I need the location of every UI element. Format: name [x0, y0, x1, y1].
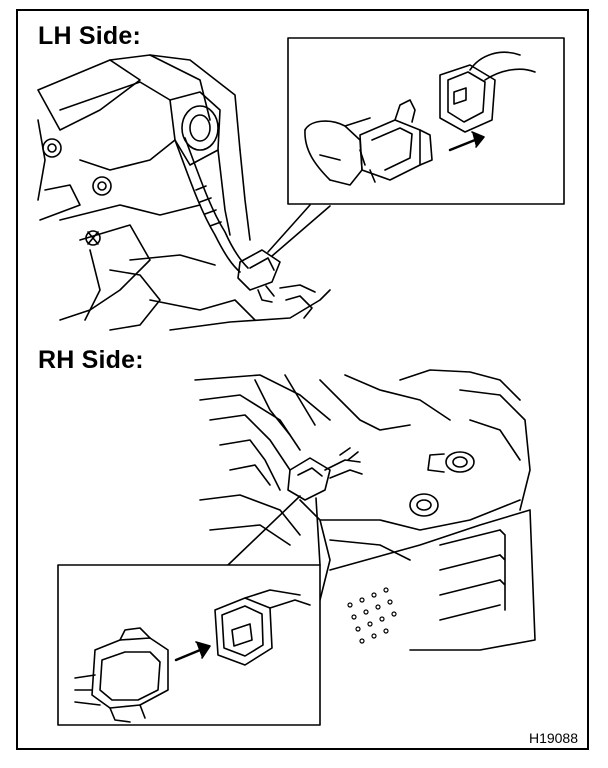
lh-side-label: LH Side: — [38, 22, 141, 50]
figure-id: H19088 — [528, 730, 578, 746]
rh-connector-callout — [58, 565, 320, 725]
lh-engine-illustration — [38, 55, 330, 330]
lh-connector-callout — [288, 38, 564, 204]
rh-engine-illustration — [195, 370, 535, 650]
rh-side-label: RH Side: — [38, 346, 144, 374]
